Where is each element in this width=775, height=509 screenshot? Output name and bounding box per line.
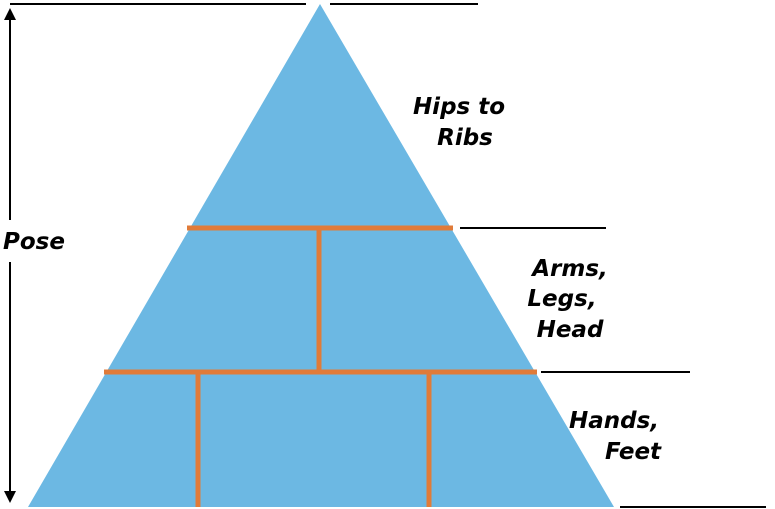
tier-label-hips-to-ribs: Hips to Ribs [413,94,513,151]
tier-label-arms-legs-head: Arms, Legs, Head [527,256,615,343]
tier-label-hands-feet: Hands, Feet [569,408,667,465]
pose-label: Pose [3,229,65,255]
